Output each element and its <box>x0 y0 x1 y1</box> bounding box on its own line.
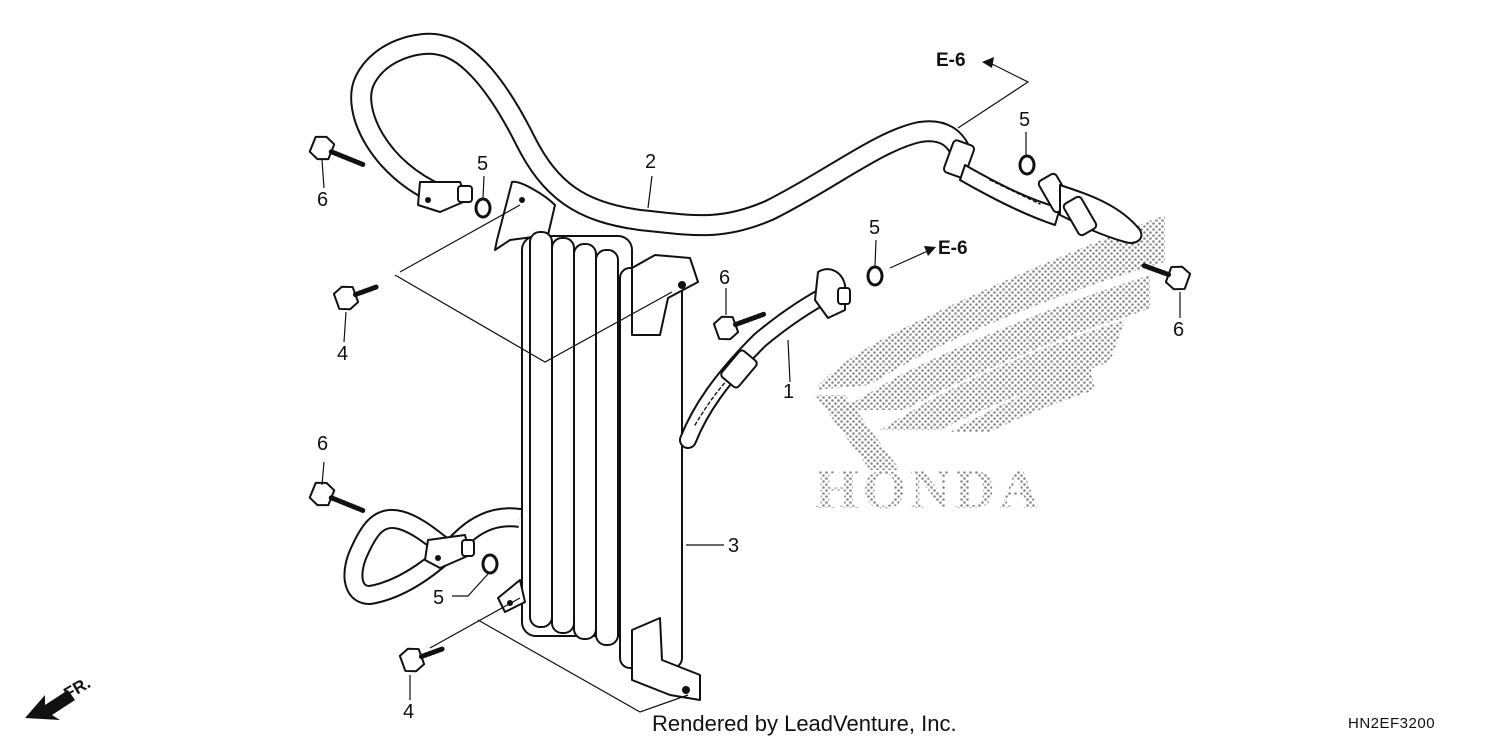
render-credit: Rendered by LeadVenture, Inc. <box>652 711 957 736</box>
callout-4: 4 <box>337 343 348 365</box>
flange-bolt <box>712 311 767 341</box>
o-ring <box>474 154 1036 575</box>
arrow-icon <box>25 690 75 720</box>
front-direction-marker: FR. <box>25 673 94 720</box>
callout-5: 5 <box>477 153 488 175</box>
diagram-code: HN2EF3200 <box>1348 715 1436 732</box>
callout-1: 1 <box>783 381 794 403</box>
flange-bolt <box>398 646 445 673</box>
oil-cooler-lower-pipe <box>343 507 522 605</box>
oil-cooler-core <box>494 180 701 701</box>
flange-bolt <box>1139 262 1192 291</box>
reference-label: E-6 <box>938 238 968 259</box>
callout-6: 6 <box>1173 319 1184 341</box>
callout-5: 5 <box>869 217 880 239</box>
callout-2: 2 <box>645 151 656 173</box>
callout-6: 6 <box>317 189 328 211</box>
watermark-wordmark: HONDA <box>815 459 1043 521</box>
honda-logo-watermark: HONDA <box>815 215 1165 521</box>
flange-bolt <box>308 135 367 168</box>
callout-6: 6 <box>719 267 730 289</box>
callout-4: 4 <box>403 701 414 723</box>
flange-bolt <box>332 284 379 311</box>
callout-3: 3 <box>728 535 739 557</box>
reference-label: E-6 <box>936 50 966 71</box>
leader-lines <box>321 57 1181 713</box>
flange-bolt <box>308 481 367 514</box>
callout-5: 5 <box>1019 109 1030 131</box>
oil-cooler-right-pipe <box>679 268 851 449</box>
callout-6: 6 <box>317 433 328 455</box>
callout-5: 5 <box>433 587 444 609</box>
oil-cooler-upper-hose <box>350 32 1143 244</box>
